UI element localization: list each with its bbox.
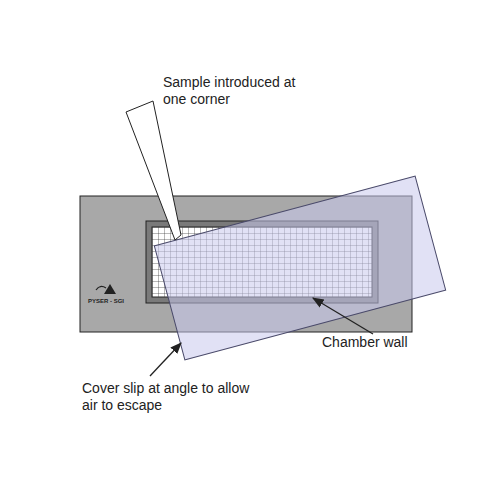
leader-arrow xyxy=(313,298,373,334)
cover-slip xyxy=(154,176,445,360)
leader-arrow xyxy=(150,343,181,376)
maker-mark: PYSER - SGI xyxy=(88,298,148,305)
callout-label: Sample introduced at one corner xyxy=(163,74,313,108)
logo-swoosh xyxy=(96,286,106,290)
callout-label: Chamber wall xyxy=(322,334,452,351)
logo-triangle xyxy=(104,284,116,294)
callout-label: Cover slip at angle to allow air to esca… xyxy=(82,380,252,414)
pipette xyxy=(126,101,181,240)
